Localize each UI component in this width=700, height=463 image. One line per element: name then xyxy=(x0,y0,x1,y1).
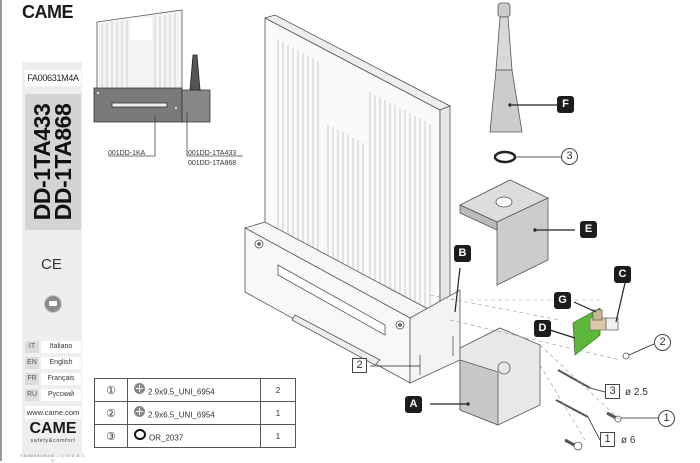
callout-box-1: 1 xyxy=(600,432,615,447)
language-name: Français xyxy=(41,373,81,385)
part-qty: 1 xyxy=(260,401,296,425)
part-ref: ③ xyxy=(94,424,128,448)
diameter-label-1: ø 6 xyxy=(621,435,636,446)
screw-icon xyxy=(134,406,145,418)
table-row: ② 2.9x6.5_UNI_6954 1 xyxy=(94,401,296,425)
language-item-fr[interactable]: FR Français xyxy=(25,373,81,385)
brand-logo-bottom: CAME xyxy=(29,420,77,437)
language-name: Русский xyxy=(41,389,81,401)
overview-assembly xyxy=(93,9,243,157)
callout-d: D xyxy=(534,320,551,337)
part-qty: 1 xyxy=(260,424,296,448)
page-border xyxy=(0,0,2,461)
language-code: IT xyxy=(25,341,39,353)
part-code: 2.9x6.5_UNI_6954 xyxy=(148,410,215,420)
brand-tagline: safety&comfort xyxy=(30,438,76,444)
language-name: Italiano xyxy=(41,341,81,353)
label-base-part: 001DD-1KA xyxy=(108,150,146,157)
parts-table: ① 2.9x9.5_UNI_6954 2 ② 2.9x6.5_UNI_6954 … xyxy=(94,378,296,448)
bracket-e xyxy=(459,179,575,286)
table-row: ③ OR_2037 1 xyxy=(94,424,296,448)
language-code: EN xyxy=(25,357,39,369)
screw-icon xyxy=(134,383,145,395)
website-link[interactable]: www.came.com xyxy=(25,406,81,419)
callout-c: C xyxy=(614,266,631,283)
part-description: 2.9x9.5_UNI_6954 xyxy=(127,378,261,402)
callout-f: F xyxy=(557,96,574,113)
callout-circle-3: 3 xyxy=(561,148,578,165)
callout-circle-2: 2 xyxy=(654,334,671,351)
part-code: 2.9x9.5_UNI_6954 xyxy=(148,387,215,397)
ce-mark: CE xyxy=(41,256,62,273)
part-ref: ① xyxy=(94,378,128,402)
antenna-f xyxy=(489,2,562,164)
callout-box-3: 3 xyxy=(605,384,620,399)
language-name: English xyxy=(41,357,81,369)
callout-box-2: 2 xyxy=(352,358,367,373)
callout-b: B xyxy=(454,245,471,262)
document-code: FA00631M4A xyxy=(25,70,81,86)
language-item-it[interactable]: IT Italiano xyxy=(25,341,81,353)
fixings xyxy=(370,267,658,451)
part-qty: 2 xyxy=(260,378,296,402)
language-item-ru[interactable]: RU Русский xyxy=(25,389,81,401)
part-description: OR_2037 xyxy=(127,424,261,448)
callout-a: A xyxy=(405,396,422,413)
language-code: FR xyxy=(25,373,39,385)
table-row: ① 2.9x9.5_UNI_6954 2 xyxy=(94,378,296,402)
model-box xyxy=(25,94,81,230)
label-receiver-868: 001DD-1TA868 xyxy=(188,160,237,167)
language-item-en[interactable]: EN English xyxy=(25,357,81,369)
callout-e: E xyxy=(580,221,597,238)
cover-a xyxy=(430,327,541,426)
oring-icon xyxy=(134,429,146,441)
language-code: RU xyxy=(25,389,39,401)
label-receiver-433: 001DD-1TA433 xyxy=(188,150,237,157)
brand-logo: CAME xyxy=(22,2,74,22)
callout-circle-1: 1 xyxy=(658,410,675,427)
part-ref: ② xyxy=(94,401,128,425)
part-code: OR_2037 xyxy=(149,433,184,443)
disposal-icon xyxy=(44,295,62,313)
part-description: 2.9x6.5_UNI_6954 xyxy=(127,401,261,425)
base-unit xyxy=(243,221,461,384)
diameter-label-3: ø 2.5 xyxy=(625,387,648,398)
pcb-assembly xyxy=(549,282,655,360)
callout-g: G xyxy=(554,292,571,309)
